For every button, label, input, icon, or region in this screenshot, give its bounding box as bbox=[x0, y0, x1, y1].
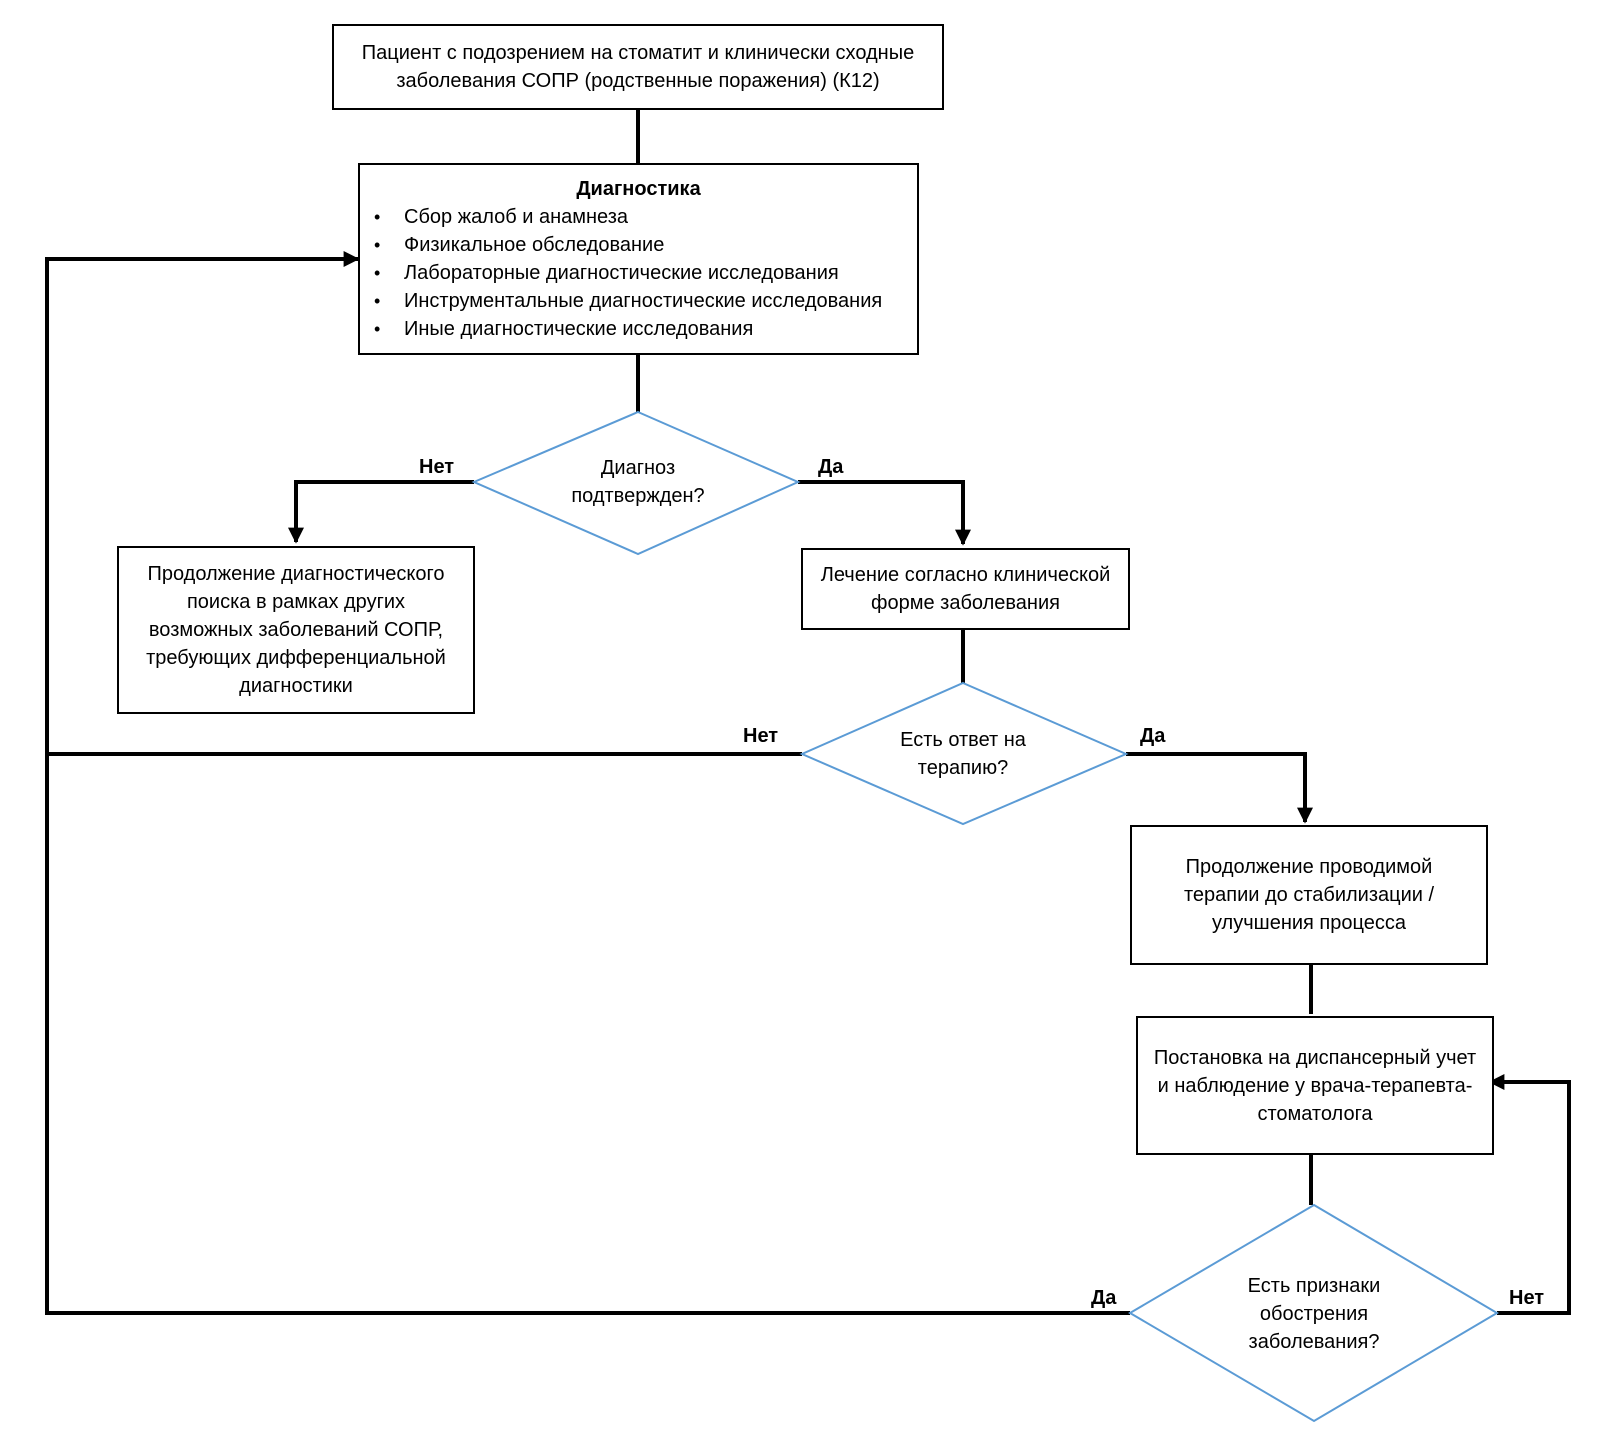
diagnostics-title: Диагностика bbox=[576, 178, 701, 200]
start-node-line: заболевания СОПР (родственные поражения)… bbox=[396, 70, 880, 92]
connector-q2-yes bbox=[1126, 752, 1313, 824]
decision-exacerbation-shape bbox=[1128, 1203, 1499, 1423]
continue-therapy-node: Продолжение проводимой терапии до стабил… bbox=[1130, 825, 1488, 965]
diagnostics-node: Диагностика Сбор жалоб и анамнеза Физика… bbox=[358, 163, 919, 355]
treatment-line: Лечение согласно клинической bbox=[820, 564, 1111, 586]
decision-therapy-response-shape bbox=[799, 681, 1129, 826]
start-node-line: Пациент с подозрением на стоматит и клин… bbox=[361, 42, 915, 64]
connector-q1-yes bbox=[798, 480, 971, 546]
diagnostics-list: Сбор жалоб и анамнеза Физикальное обслед… bbox=[368, 203, 909, 343]
continue-search-line: возможных заболеваний СОПР, bbox=[148, 619, 444, 641]
dispensary-line: Постановка на диспансерный учет bbox=[1153, 1046, 1477, 1069]
decision-therapy-response: Есть ответ на терапию? bbox=[863, 726, 1063, 782]
connector-q3-yes-loop bbox=[45, 754, 1130, 1315]
treatment-line: форме заболевания bbox=[871, 592, 1060, 614]
dispensary-line: стоматолога bbox=[1257, 1102, 1373, 1125]
decision-exacerbation: Есть признаки обострения заболевания? bbox=[1214, 1272, 1414, 1356]
decision-text-line: обострения bbox=[1259, 1303, 1369, 1325]
continue-search-node: Продолжение диагностического поиска в ра… bbox=[117, 546, 475, 714]
diagnostics-item: Иные диагностические исследования bbox=[374, 315, 909, 343]
decision-text-line: Есть ответ на bbox=[900, 729, 1026, 751]
decision-text-line: подтвержден? bbox=[571, 485, 705, 507]
start-node: Пациент с подозрением на стоматит и клин… bbox=[332, 24, 944, 110]
decision-text-line: заболевания? bbox=[1248, 1331, 1380, 1353]
continue-therapy-line: Продолжение проводимой bbox=[1185, 856, 1433, 878]
continue-therapy-line: улучшения процесса bbox=[1212, 912, 1406, 934]
diagnostics-item: Физикальное обследование bbox=[374, 231, 909, 259]
dispensary-line: и наблюдение у врача-терапевта- bbox=[1157, 1074, 1473, 1097]
diagnostics-item: Инструментальные диагностические исследо… bbox=[374, 287, 909, 315]
continue-search-line: поиска в рамках других bbox=[186, 591, 406, 613]
edge-label-yes: Да bbox=[818, 456, 844, 478]
edge-label-no: Нет bbox=[743, 725, 779, 747]
decision-diagnosis-confirmed-shape bbox=[471, 410, 801, 556]
decision-diagnosis-confirmed: Диагноз подтвержден? bbox=[538, 454, 738, 510]
continue-therapy-line: терапии до стабилизации / bbox=[1183, 884, 1435, 906]
edge-label-no: Нет bbox=[1509, 1287, 1545, 1309]
decision-text-line: терапию? bbox=[917, 757, 1009, 779]
continue-search-line: требующих дифференциальной bbox=[146, 647, 446, 669]
connector-q1-no bbox=[288, 480, 474, 544]
decision-text-line: Есть признаки bbox=[1247, 1275, 1381, 1297]
edge-label-no: Нет bbox=[419, 456, 455, 478]
connector-q3-no-loop bbox=[1488, 1074, 1571, 1315]
treatment-node: Лечение согласно клинической форме забол… bbox=[801, 548, 1130, 630]
edge-label-yes: Да bbox=[1140, 725, 1166, 747]
dispensary-node: Постановка на диспансерный учет и наблюд… bbox=[1136, 1016, 1494, 1155]
decision-text-line: Диагноз bbox=[600, 457, 676, 479]
diagnostics-item: Сбор жалоб и анамнеза bbox=[374, 203, 909, 231]
continue-search-line: диагностики bbox=[239, 675, 353, 697]
edge-label-yes: Да bbox=[1091, 1287, 1117, 1309]
continue-search-line: Продолжение диагностического bbox=[147, 563, 445, 585]
diagnostics-item: Лабораторные диагностические исследовани… bbox=[374, 259, 909, 287]
connector-q2-no-loop bbox=[45, 251, 802, 756]
